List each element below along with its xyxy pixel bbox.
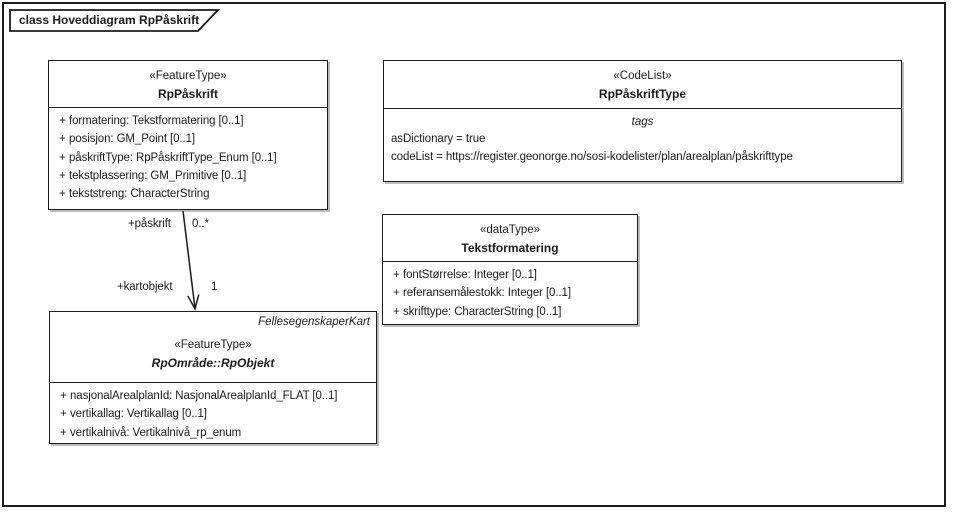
class-box-rp-objekt[interactable]: FellesegenskaperKart «FeatureType» RpOmr… [49,311,377,444]
attribute-text: posisjon: GM_Point [0..1] [69,133,195,146]
association-line[interactable] [182,210,196,309]
package-label: FellesegenskaperKart [258,316,370,328]
class-box-rp-paaskrift[interactable]: «FeatureType» RpPåskrift + formatering: … [48,60,328,210]
stereotype-label: «FeatureType» [149,70,227,82]
visibility-sign: + [60,390,67,403]
visibility-sign: + [60,426,67,439]
tags-section: tags asDictionary = true codeList = http… [384,109,901,166]
class-name: RpPåskriftType [598,87,687,101]
class-header: «CodeList» RpPåskriftType [384,61,901,109]
attribute-text: vertikallag: Vertikallag [0..1] [70,408,207,421]
association-target-role: +kartobjekt [117,281,173,293]
attribute-section: + nasjonalArealplanId: NasjonalArealplan… [50,383,376,442]
diagram-title-tab [9,9,221,32]
attribute-section: + formatering: Tekstformatering [0..1] +… [49,108,327,203]
class-name: Tekstformatering [461,241,559,255]
attribute-text: formatering: Tekstformatering [0..1] [69,115,244,128]
attribute-text: referansemålestokk: Integer [0..1] [403,287,571,300]
visibility-sign: + [59,115,66,128]
visibility-sign: + [393,287,400,300]
attribute-row: + vertikalnivå: Vertikalnivå_rp_enum [50,424,376,442]
attribute-row: + nasjonalArealplanId: NasjonalArealplan… [50,387,376,405]
visibility-sign: + [59,133,66,146]
visibility-sign: + [59,170,66,183]
attribute-text: vertikalnivå: Vertikalnivå_rp_enum [70,426,242,439]
tags-label: tags [631,116,654,128]
association-source-role: +påskrift [128,218,171,230]
association-target-multiplicity: 1 [211,281,218,293]
stereotype-label: «dataType» [479,224,541,236]
attribute-row: + vertikallag: Vertikallag [0..1] [50,405,376,423]
visibility-sign: + [60,408,67,421]
title-tab-shape [9,9,221,32]
visibility-sign: + [393,269,400,282]
attribute-row: + tekststreng: CharacterString [49,185,327,203]
visibility-sign: + [59,188,66,201]
visibility-sign: + [59,151,66,164]
visibility-sign: + [393,305,400,318]
arrowhead-open-icon [187,294,200,312]
class-box-rp-paaskrift-type[interactable]: «CodeList» RpPåskriftType tags asDiction… [383,60,902,182]
attribute-text: nasjonalArealplanId: NasjonalArealplanId… [70,390,338,403]
attribute-row: + referansemålestokk: Integer [0..1] [383,284,637,302]
attribute-text: tekstplassering: GM_Primitive [0..1] [69,170,247,183]
class-box-tekstformatering[interactable]: «dataType» Tekstformatering + fontStørre… [382,214,638,325]
attribute-text: tekststreng: CharacterString [69,188,210,201]
association-source-multiplicity: 0..* [192,218,209,230]
stereotype-label: «CodeList» [613,70,672,82]
tag-line: codeList = https://register.geonorge.no/… [391,150,793,163]
class-header: «FeatureType» RpPåskrift [49,61,327,108]
attribute-row: + påskriftType: RpPåskriftType_Enum [0..… [49,149,327,167]
attribute-row: + posisjon: GM_Point [0..1] [49,130,327,148]
class-header: «dataType» Tekstformatering [383,215,637,262]
attribute-row: + fontStørrelse: Integer [0..1] [383,266,637,284]
attribute-row: + formatering: Tekstformatering [0..1] [49,112,327,130]
class-name: RpPåskrift [157,87,219,101]
attribute-text: skrifttype: CharacterString [0..1] [403,305,562,318]
attribute-row: + tekstplassering: GM_Primitive [0..1] [49,167,327,185]
attribute-text: fontStørrelse: Integer [0..1] [403,269,537,282]
attribute-section: + fontStørrelse: Integer [0..1] + refera… [383,262,637,321]
class-name: RpOmråde::RpObjekt [151,356,275,370]
diagram-title: class Hoveddiagram RpPåskrift [19,13,200,27]
tag-line: asDictionary = true [391,133,486,145]
association-paaskrift-kartobjekt[interactable] [182,210,200,312]
stereotype-label: «FeatureType» [174,339,252,351]
attribute-text: påskriftType: RpPåskriftType_Enum [0..1] [69,151,277,164]
attribute-row: + skrifttype: CharacterString [0..1] [383,303,637,321]
class-header: FellesegenskaperKart «FeatureType» RpOmr… [50,312,376,383]
